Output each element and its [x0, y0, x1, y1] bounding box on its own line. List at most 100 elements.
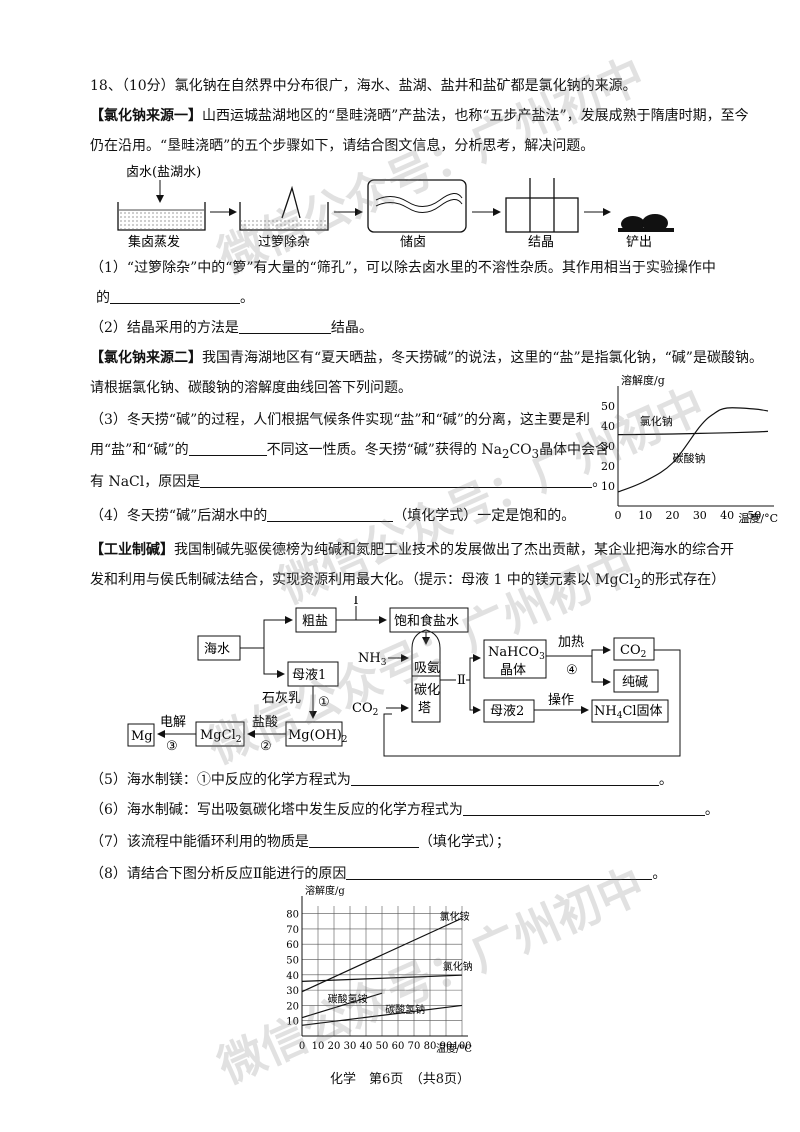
series-label-2: 碳酸氢铵	[328, 992, 368, 1005]
q3-answer-blank-2[interactable]	[200, 473, 593, 488]
q6-answer-blank[interactable]	[462, 801, 705, 816]
step2-sieve-tank	[239, 185, 329, 231]
svg-text:海水: 海水	[204, 642, 230, 657]
svg-text:加热: 加热	[558, 635, 584, 650]
x-tick-label: 20	[328, 1041, 341, 1052]
step-label-1: 集卤蒸发	[128, 234, 180, 250]
q1-answer-blank[interactable]	[110, 289, 240, 304]
svg-text:操作: 操作	[548, 692, 574, 708]
svg-text:电解: 电解	[160, 715, 186, 730]
svg-text:饱和食盐水: 饱和食盐水	[394, 613, 459, 629]
x-axis-label: 温度/°C	[738, 511, 778, 525]
step3-storage-pool	[367, 179, 467, 233]
y-tick-label: 60	[286, 940, 299, 951]
x-tick-label: 50	[747, 509, 761, 522]
step-label-2: 过箩除杂	[258, 234, 310, 250]
svg-text:石灰乳: 石灰乳	[262, 691, 301, 706]
source2-paragraph-line1: 【氯化钠来源二】我国青海湖地区有“夏天晒盐，冬天捞碱”的说法，这里的“盐”是指氯…	[90, 350, 763, 366]
q7-line: （7）该流程中能循环利用的物质是（填化学式）；	[90, 833, 510, 850]
svg-text:MgCl2: MgCl2	[200, 728, 241, 745]
q3-answer-blank-1[interactable]	[188, 441, 267, 456]
x-tick-label: 0	[299, 1041, 305, 1052]
svg-text:吸氨: 吸氨	[414, 661, 440, 676]
x-tick-label: 20	[666, 509, 680, 522]
x-tick-label: 40	[720, 509, 734, 522]
series-line-1	[301, 974, 463, 982]
step-label-5: 铲出	[626, 235, 652, 250]
svg-text:NaHCO3: NaHCO3	[488, 645, 545, 662]
q8-answer-blank[interactable]	[346, 865, 653, 880]
svg-text:Ⅰ: Ⅰ	[353, 596, 358, 608]
svg-text:晶体: 晶体	[500, 663, 526, 678]
source2-tag: 【氯化钠来源二】	[90, 350, 202, 366]
x-axis-label: 温度/°C	[436, 1042, 472, 1055]
svg-text:Mg(OH)2: Mg(OH)2	[288, 728, 348, 745]
y-tick-label: 50	[286, 956, 299, 967]
q8-line: （8）请结合下图分析反应Ⅱ能进行的原因。	[90, 865, 667, 882]
x-tick-label: 90	[440, 1041, 453, 1052]
svg-text:④: ④	[566, 663, 578, 678]
q6-line: （6）海水制碱：写出吸氨碳化塔中发生反应的化学方程式为。	[90, 801, 719, 818]
y-tick-label: 80	[286, 910, 299, 921]
series-line-1	[617, 407, 769, 493]
y-tick-label: 20	[286, 1001, 299, 1012]
series-line-0	[301, 917, 463, 993]
svg-text:碳化: 碳化	[414, 683, 440, 698]
svg-text:Ⅱ: Ⅱ	[457, 673, 466, 688]
source2-text-b: 请根据氯化钠、碳酸钠的溶解度曲线回答下列问题。	[90, 380, 412, 396]
svg-text:Mg: Mg	[131, 729, 153, 744]
step4-crystallization-grid	[505, 178, 579, 233]
step-label-4: 结晶	[528, 235, 554, 250]
series-label-0: 氯化铵	[440, 910, 470, 923]
y-tick-label: 30	[601, 440, 615, 453]
x-tick-label: 50	[376, 1041, 389, 1052]
step1-evaporation-tank	[117, 202, 206, 231]
y-axis-label: 溶解度/g	[305, 884, 345, 897]
series-line-3	[301, 1004, 463, 1026]
x-tick-label: 10	[312, 1041, 325, 1052]
x-tick-label: 70	[408, 1041, 421, 1052]
y-tick-label: 10	[286, 1017, 299, 1028]
y-tick-label: 40	[286, 971, 299, 982]
q7-answer-blank[interactable]	[308, 833, 419, 848]
series-line-0	[617, 430, 769, 436]
svg-text:粗盐: 粗盐	[302, 614, 328, 629]
svg-text:塔: 塔	[418, 701, 431, 716]
industry-paragraph-line1: 【工业制碱】我国制碱先驱侯德榜为纯碱和氮肥工业技术的发展做出了杰出贡献，某企业把…	[90, 542, 734, 558]
q4-answer-blank[interactable]	[267, 507, 394, 522]
x-tick-label: 60	[392, 1041, 405, 1052]
q5-line: （5）海水制镁：①中反应的化学方程式为。	[90, 771, 673, 788]
x-tick-label: 0	[615, 509, 622, 522]
series-label-1: 氯化钠	[443, 960, 473, 973]
series-label-3: 碳酸氢钠	[385, 1003, 425, 1016]
q5-answer-blank[interactable]	[350, 771, 659, 786]
step-label-3: 储卤	[400, 234, 426, 250]
q18-intro: 18、（10分）氯化钠在自然界中分布很广，海水、盐湖、盐井和盐矿都是氯化钠的来源…	[90, 78, 637, 94]
x-tick-label: 30	[344, 1041, 357, 1052]
series-line-2	[301, 992, 383, 1019]
q2-answer-blank[interactable]	[238, 319, 331, 334]
salt-process-diagram: 卤水(盐湖水) 集卤蒸发 过箩除杂 储卤 结晶 铲出	[117, 164, 674, 250]
q1-line2: 的。	[96, 289, 254, 306]
x-tick-label: 10	[638, 509, 652, 522]
svg-text:①: ①	[318, 695, 330, 710]
q4-line: （4）冬天捞“碱”后湖水中的（填化学式）一定是饱和的。	[90, 507, 576, 524]
y-tick-label: 70	[286, 925, 299, 936]
brine-label: 卤水(盐湖水)	[126, 164, 201, 180]
y-axis-label: 溶解度/g	[621, 373, 665, 387]
svg-text:纯碱: 纯碱	[622, 675, 648, 690]
y-tick-label: 40	[601, 420, 615, 433]
x-tick-label: 100	[452, 1041, 471, 1052]
source1-tag: 【氯化钠来源一】	[90, 108, 202, 124]
source1-paragraph-line1: 【氯化钠来源一】山西运城盐湖地区的“垦畦浇晒”产盐法，也称“五步产盐法”，发展成…	[90, 106, 749, 126]
y-tick-label: 30	[286, 986, 299, 997]
q1-line1: （1）“过箩除杂”中的“箩”有大量的“筛孔”，可以除去卤水里的不溶性杂质。其作用…	[90, 260, 716, 276]
series-label-1: 碳酸钠	[673, 451, 706, 465]
y-tick-label: 50	[601, 400, 615, 413]
q2-line: （2）结晶采用的方法是结晶。	[90, 319, 373, 336]
q3-line2: 用“盐”和“碱”的不同这一性质。冬天捞“碱”获得的 Na2CO3晶体中会含	[90, 441, 610, 461]
svg-text:②: ②	[260, 739, 272, 754]
q3-line3: 有 NaCl，原因是。	[90, 473, 607, 490]
